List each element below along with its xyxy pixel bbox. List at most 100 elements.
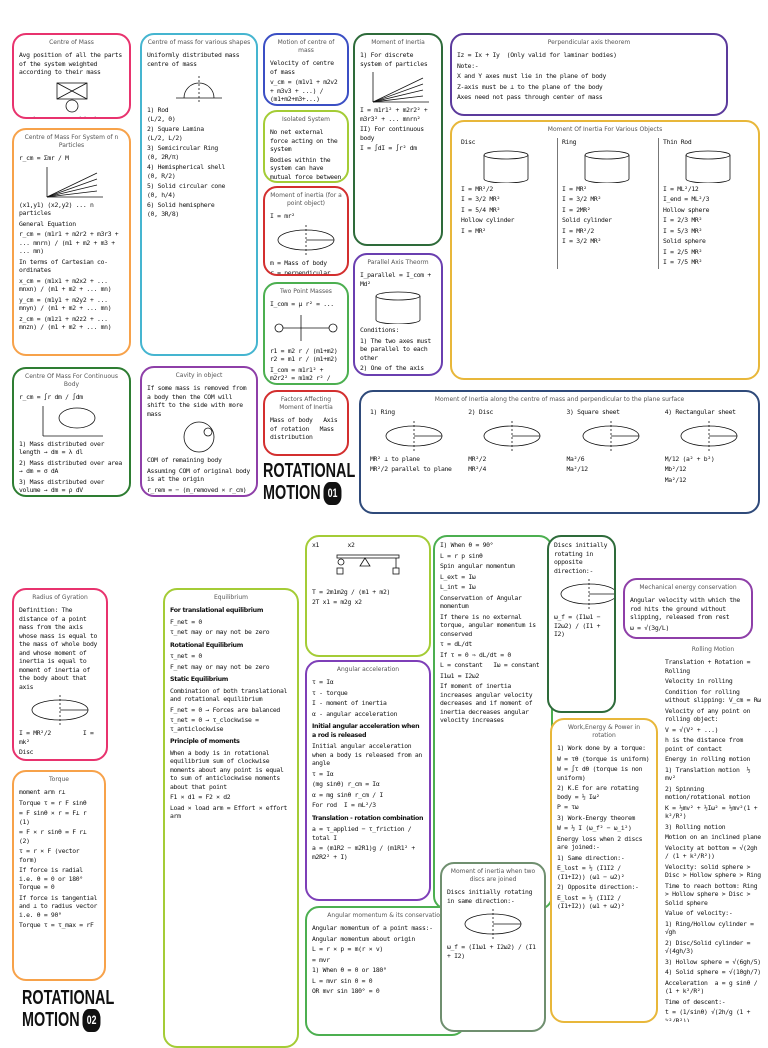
- ellipse-diagram: [31, 695, 89, 725]
- note-line: (x1,y1) (x2,y2) ... n particles: [19, 200, 98, 218]
- note-line: MR²/2 parallel to plane: [370, 465, 452, 473]
- note-line: I = ML²/12: [663, 184, 699, 193]
- note-line: 1) Ring/Hollow cylinder = √gh: [665, 919, 758, 937]
- note-line: 5) Solid circular cone (0, h/4): [147, 182, 243, 199]
- note-line: If τ = 0 ⇒ dL/dt = 0: [440, 650, 511, 659]
- section-title: Torque: [49, 776, 69, 783]
- note-line: Torque τ = τ_max = rF: [19, 921, 94, 929]
- note-line: MR²/2: [468, 454, 486, 463]
- note-line: τ_net = 0 → τ_clockwise = τ_anticlockwis…: [170, 716, 263, 733]
- note-line: Axes need not pass through center of mas…: [457, 93, 603, 101]
- note-line: = F sinθ × r = F⊥ r (1): [19, 809, 105, 826]
- note-line: Uniformly distributed mass centre of mas…: [147, 51, 240, 68]
- note-line: Acceleration of centre of mass: [270, 106, 342, 107]
- note-line: 1) Rod (L/2, 0): [147, 106, 243, 123]
- note-line: Ma²/12: [664, 475, 687, 484]
- note-line: (mg sinθ) r_cm = Iα: [312, 780, 380, 788]
- note-line: 2) Disc/Solid cylinder = √(4gh/3): [665, 938, 754, 956]
- section-title: Moment of inertia (for a point object): [270, 192, 342, 207]
- note-line: τ_net = 0: [170, 652, 202, 660]
- note-line: 3) Square sheet: [566, 408, 621, 416]
- note-line: 3) Semicircular Ring (0, 2R/π): [147, 144, 243, 161]
- note-line: Bodies within the system can have mutual…: [270, 155, 341, 181]
- note-line: r_cm = (m1r1 + m2r2 + m3r3 + ... mnrn) /…: [19, 230, 122, 255]
- note-line: MR²/2 = mk² k = R/√2: [19, 759, 101, 760]
- note-line: 3) Rolling motion: [665, 822, 726, 831]
- note-line: Velocity of any point on rolling object:: [665, 706, 754, 724]
- note-line: r_cm = ∫r dm / ∫dm: [19, 393, 83, 401]
- note-line: Combination of both translational and ro…: [170, 686, 291, 704]
- circle-diagram: [183, 421, 215, 453]
- note-line: X and Y axes must lie in the plane of bo…: [457, 72, 606, 80]
- note-line: E_lost = ½ (I1I2 / (I1+I2)) (ω1 + ω2)²: [557, 893, 625, 911]
- brand-subtitle: MOTION: [263, 481, 321, 504]
- note-line: τ = dL/dt: [440, 640, 472, 648]
- note-line: No net external force acting on the syst…: [270, 128, 341, 153]
- note-line: 1) Same direction:-: [557, 853, 625, 862]
- section-title: Centre of Mass: [49, 39, 94, 46]
- note-line: r_rem = − (m_removed × r_cm) / M_rem: [147, 485, 247, 496]
- note-line: Note:-: [457, 61, 479, 70]
- section-title: Radius of Gyration: [32, 594, 88, 601]
- note-line: I = 5/3 MR²: [663, 226, 703, 235]
- section-title: Two Point Masses: [280, 288, 332, 295]
- note-line: Avg position of all the parts of the sys…: [19, 51, 126, 76]
- note-line: For rod I = mL²/3: [312, 801, 376, 809]
- note-line: Z-axis must be ⊥ to the plane of the bod…: [457, 82, 603, 91]
- section-title: Rolling Motion: [691, 646, 735, 653]
- subheading: For translational equilibrium: [170, 607, 264, 614]
- subheading: Static Equilibrium: [170, 676, 229, 683]
- note-line: Hollow sphere: [663, 205, 710, 214]
- note-line: If moment of inertia increases angular v…: [440, 682, 536, 724]
- note-line: I = ∫dI = ∫r² dm: [360, 144, 417, 152]
- note-line: MR² ⊥ to plane: [370, 454, 420, 463]
- note-line: Angular momentum about origin: [312, 934, 415, 943]
- beam-diagram: [336, 554, 400, 574]
- note-line: t = (1/sinθ) √(2h/g (1 + k²/R²)): [665, 1008, 754, 1024]
- note-line: II) For continuous body: [360, 125, 428, 142]
- note-line: ω_f = (I1ω1 − I2ω2) / (I1 + I2): [554, 613, 604, 638]
- section-title: Moment of Inertia: [371, 39, 425, 46]
- note-line: τ = Iα: [312, 678, 334, 686]
- note-line: W = ∫τ dθ (torque is non uniform): [557, 765, 646, 782]
- note-line: Velocity in rolling: [665, 677, 733, 685]
- note-line: 1) Work done by a torque:: [557, 744, 646, 752]
- note-line: Angular velocity with which the rod hits…: [630, 596, 744, 621]
- note-line: ω = √(3g/L): [630, 623, 670, 632]
- brand-subtitle: MOTION: [22, 1008, 80, 1031]
- note-line: F_net = 0 → Forces are balanced: [170, 705, 280, 714]
- note-line: I_parallel = I_com + Md²: [360, 271, 435, 288]
- note-line: 1) When θ = 0 or 180°: [312, 966, 387, 974]
- note-line: r1 = m2 r / (m1+m2) r2 = m1 r / (m1+m2): [270, 346, 338, 364]
- note-line: α = mg sinθ r_cm / I: [312, 790, 383, 799]
- rect-cross-diagram: [56, 82, 87, 112]
- section-title: Perpendicular axis theorem: [547, 39, 631, 46]
- note-line: I - moment of inertia: [312, 699, 387, 707]
- note-line: I = 2/3 MR²: [663, 216, 703, 224]
- note-line: 2) Square Lamina (L/2, L/2): [147, 125, 243, 142]
- section-title: Equilibrium: [214, 594, 248, 601]
- note-line: Discs initially rotating in opposite dir…: [554, 541, 611, 575]
- note-line: I = MR²: [461, 226, 486, 235]
- note-line: Load × load arm = Effort × effort arm: [170, 803, 291, 821]
- note-line: K = ½mv² + ½Iω² = ½mv²(1 + k²/R²): [665, 803, 761, 821]
- ellipse-diagram: [582, 420, 640, 451]
- cylinder-diagram: [584, 150, 630, 183]
- note-line: Velocity of centre of mass: [270, 59, 338, 76]
- note-line: 2) Mass distributed over area → dm = σ d…: [19, 458, 126, 476]
- note-line: I) When θ = 90°: [440, 541, 494, 549]
- note-line: I = MR²/2: [562, 226, 594, 235]
- note-line: = F × r sinθ = F r⊥ (2): [19, 828, 105, 845]
- ellipse-diagram: [385, 420, 443, 451]
- note-line: = mvr: [312, 955, 330, 964]
